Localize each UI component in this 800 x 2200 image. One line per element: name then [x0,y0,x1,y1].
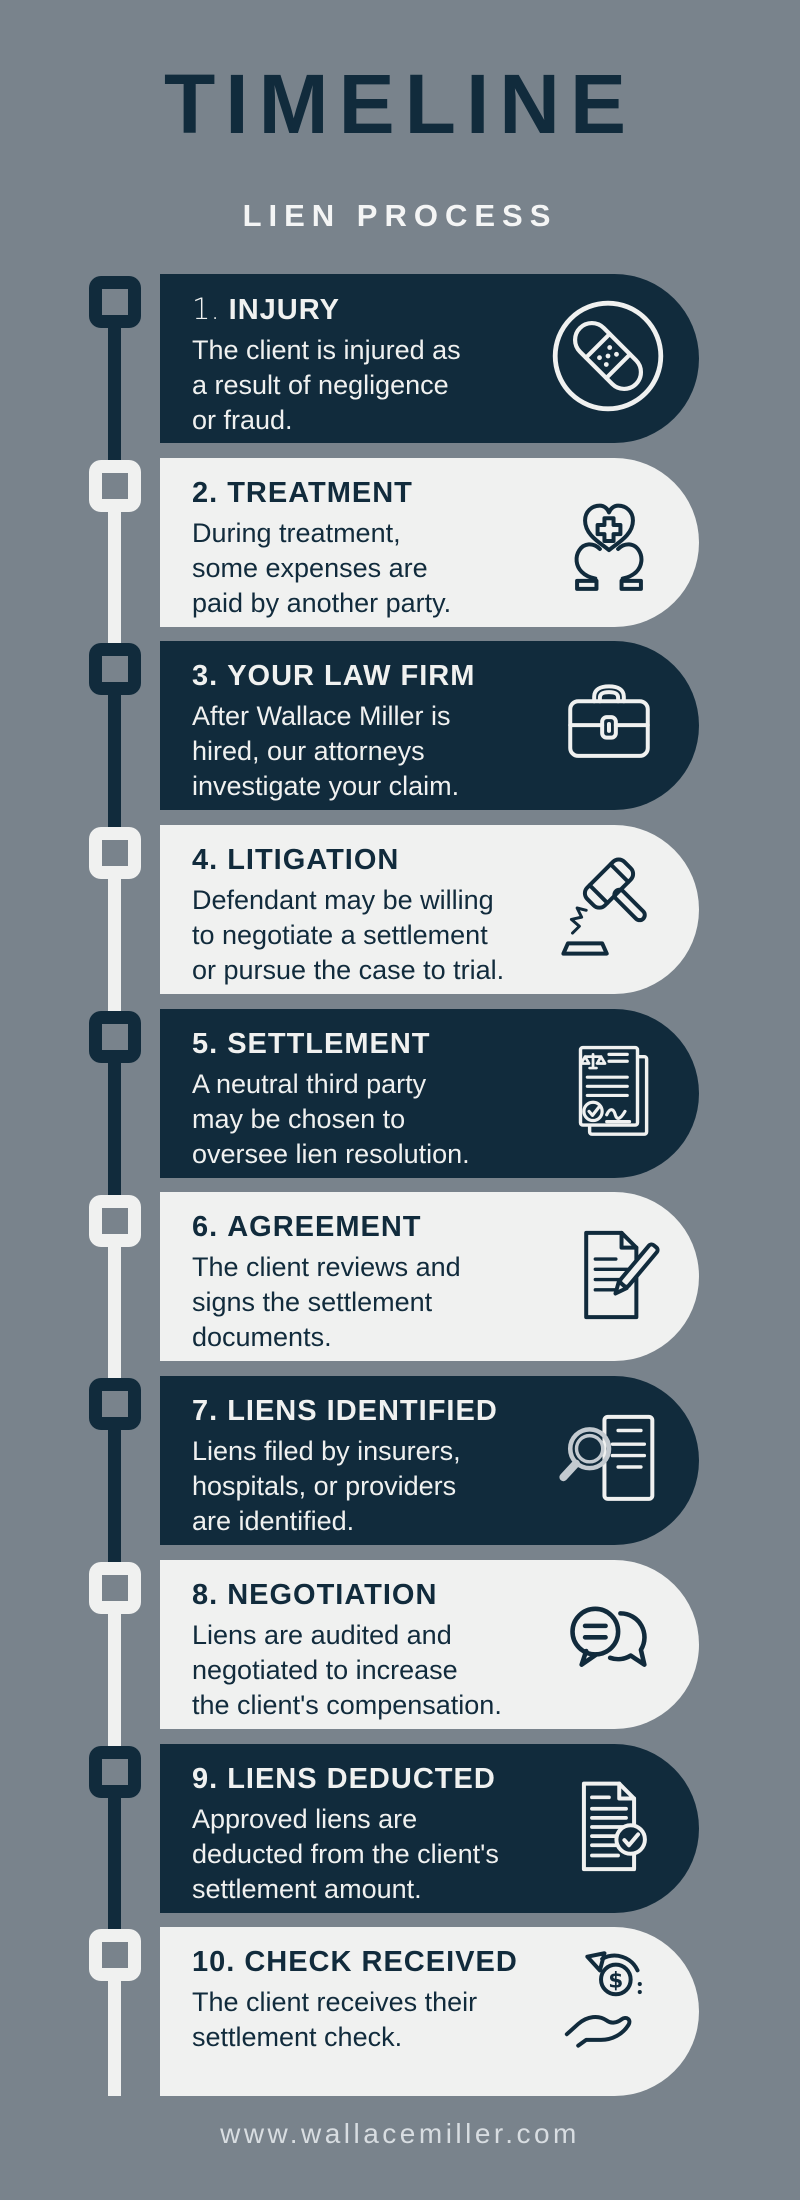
timeline-connector-8 [108,1602,121,1750]
step-title: 3.YOUR LAW FIRM [192,659,699,693]
timeline-marker-9 [89,1746,141,1798]
step-title: 5.SETTLEMENT [192,1027,699,1061]
step-title: 1.INJURY [192,292,699,327]
step-card-3: 3.YOUR LAW FIRM After Wallace Miller is … [160,641,699,811]
step-description: Approved liens are deducted from the cli… [192,1803,499,1904]
timeline-connector-9 [108,1786,121,1934]
money-hand-icon: $ [552,1943,666,2057]
step-name: LIENS DEDUCTED [227,1762,496,1795]
step-number: 5. [192,1027,219,1060]
timeline-connector-3 [108,683,121,831]
timeline-marker-3 [89,643,141,695]
step-number: 7. [192,1395,219,1428]
step-card-5: 5.SETTLEMENT A neutral third party may b… [160,1008,699,1178]
timeline-marker-4 [89,827,141,879]
step-title: 6.AGREEMENT [192,1210,699,1244]
step-name: LITIGATION [227,844,400,877]
step-card-6: 6.AGREEMENT The client reviews and signs… [160,1192,699,1362]
page-title: TIMELINE [164,57,636,151]
step-title: 7.LIENS IDENTIFIED [192,1394,699,1428]
step-name: INJURY [228,294,340,326]
timeline-marker-7 [89,1378,141,1430]
bandage-icon [548,296,668,416]
step-name: TREATMENT [227,476,413,509]
step-number: 2. [192,476,219,509]
timeline-marker-1 [89,276,141,328]
step-description: The client is injured as a result of neg… [192,335,461,435]
step-name: NEGOTIATION [227,1578,438,1611]
step-name: SETTLEMENT [227,1027,431,1060]
step-card-2: 2.TREATMENT During treatment, some expen… [160,457,699,627]
step-title: 2.TREATMENT [192,476,699,510]
step-card-9: 9.LIENS DEDUCTED Approved liens are dedu… [160,1743,699,1913]
step-name: YOUR LAW FIRM [227,660,476,693]
timeline-marker-2 [89,460,141,512]
timeline-marker-5 [89,1011,141,1063]
step-name: LIENS IDENTIFIED [227,1395,498,1428]
settlement-documents-icon [552,1035,666,1149]
heart-in-hands-icon [552,484,666,598]
step-title: 4.LITIGATION [192,843,699,877]
step-card-8: 8.NEGOTIATION Liens are audited and nego… [160,1559,699,1729]
step-title: 8.NEGOTIATION [192,1578,699,1612]
step-card-10: 10.CHECK RECEIVED The client receives th… [160,1927,699,2097]
step-name: CHECK RECEIVED [244,1946,518,1979]
step-description: A neutral third party may be chosen to o… [192,1068,470,1169]
step-description: During treatment, some expenses are paid… [192,517,452,618]
step-description: The client reviews and signs the settlem… [192,1252,461,1353]
step-number: 8. [192,1578,219,1611]
step-description: Liens are audited and negotiated to incr… [192,1619,502,1720]
step-title: 9.LIENS DEDUCTED [192,1762,699,1796]
step-number: 10. [192,1946,236,1979]
website-link[interactable]: www.wallacemiller.com [220,2118,580,2149]
step-number: 3. [192,660,219,693]
step-card-1: 1.INJURY The client is injured as a resu… [160,274,699,443]
speech-bubbles-icon [552,1586,666,1700]
timeline-connector-4 [108,867,121,1015]
timeline-marker-8 [89,1562,141,1614]
step-number: 6. [192,1211,219,1244]
timeline-connector-5 [108,1051,121,1199]
timeline-marker-10 [89,1929,141,1981]
steps-list: 1.INJURY The client is injured as a resu… [160,274,699,2097]
step-description: Defendant may be willing to negotiate a … [192,885,505,986]
timeline-connector-7 [108,1418,121,1566]
timeline-connector-10 [108,1969,121,2096]
step-title: 10.CHECK RECEIVED [192,1945,699,1979]
step-number: 9. [192,1762,219,1795]
briefcase-icon [552,667,666,781]
document-check-icon [552,1770,666,1884]
document-pen-icon [552,1218,666,1332]
timeline-connector-6 [108,1235,121,1383]
step-card-7: 7.LIENS IDENTIFIED Liens filed by insure… [160,1376,699,1546]
timeline-connector-1 [108,316,121,464]
step-description: The client receives their settlement che… [192,1987,478,2053]
page-subtitle: LIEN PROCESS [242,198,558,233]
step-card-4: 4.LITIGATION Defendant may be willing to… [160,825,699,995]
step-name: AGREEMENT [227,1211,422,1244]
svg-text:$: $ [608,1969,623,1994]
magnifier-document-icon [552,1402,666,1516]
step-description: After Wallace Miller is hired, our attor… [192,701,460,802]
step-number: 4. [192,844,219,877]
timeline-connector-2 [108,500,121,648]
step-description: Liens filed by insurers, hospitals, or p… [192,1436,461,1537]
timeline-marker-6 [89,1195,141,1247]
gavel-icon [552,851,666,965]
step-number: 1. [192,292,220,326]
